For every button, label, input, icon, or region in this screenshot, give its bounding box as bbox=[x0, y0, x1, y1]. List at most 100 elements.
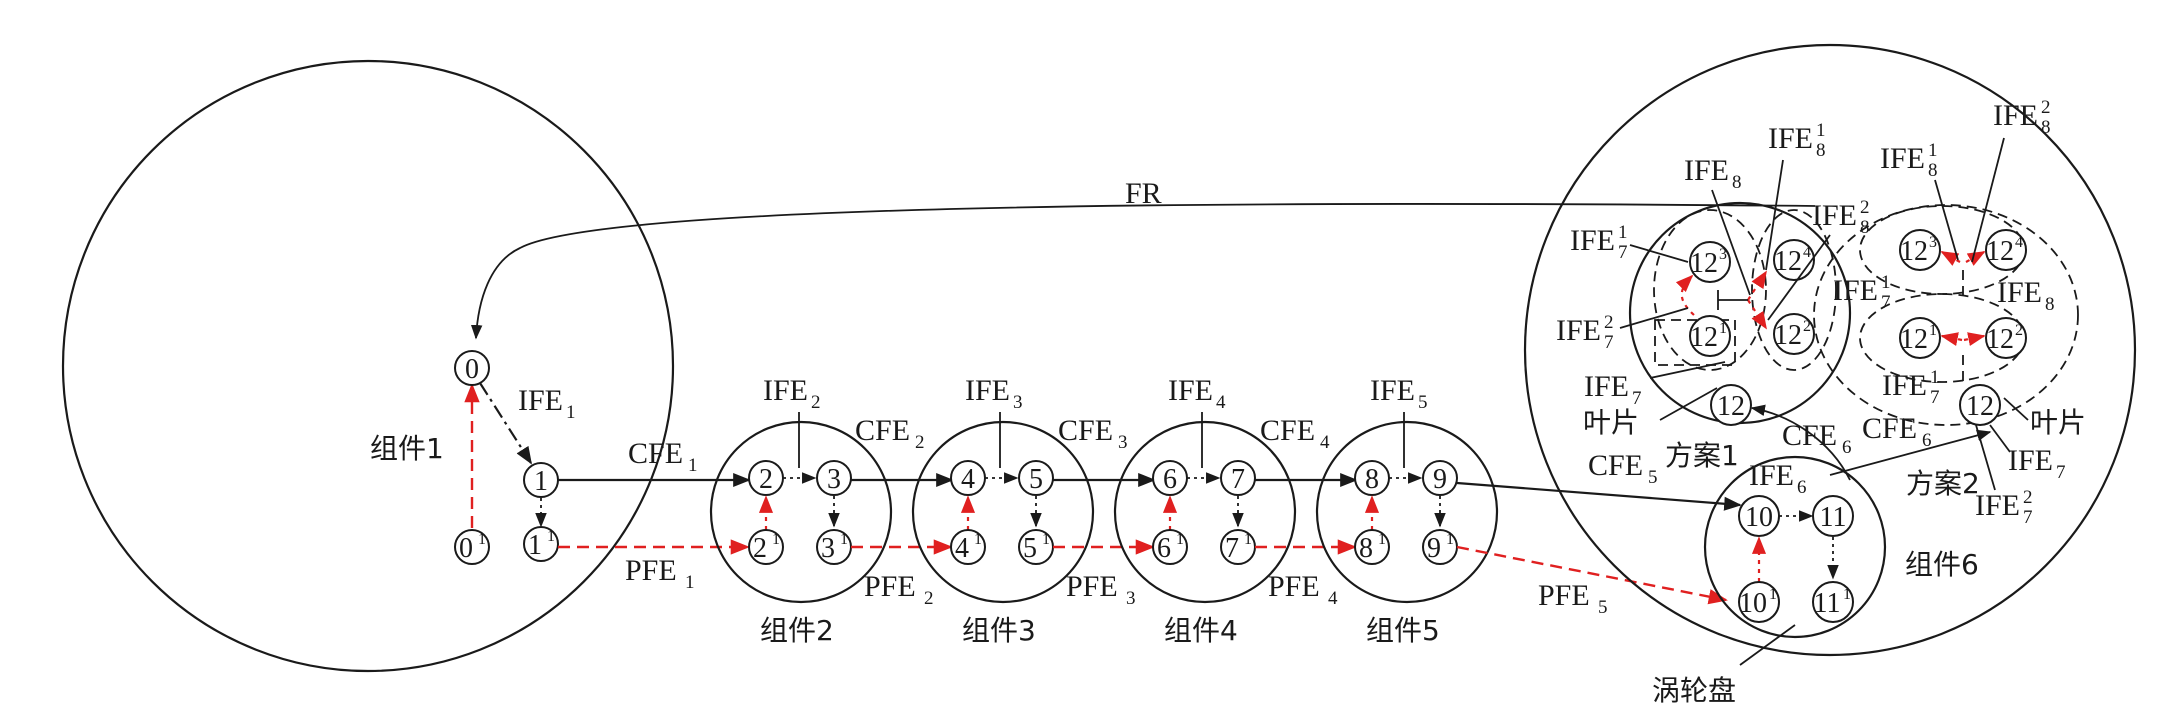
scheme-1-node-d-label: 12 bbox=[1774, 320, 1802, 351]
scheme-1-node-b-label: 12 bbox=[1690, 322, 1718, 353]
component-3-boundary bbox=[911, 420, 1095, 604]
svg-text:5: 5 bbox=[1418, 392, 1428, 413]
ife1-arrow bbox=[479, 382, 532, 465]
scheme-2-red-3 bbox=[1940, 332, 1963, 347]
svg-text:IFE: IFE bbox=[1584, 370, 1629, 403]
svg-text:IFE: IFE bbox=[1684, 154, 1729, 187]
svg-text:2: 2 bbox=[1860, 197, 1870, 218]
svg-text:CFE: CFE bbox=[855, 414, 910, 447]
component-4-boundary bbox=[1113, 420, 1297, 604]
svg-text:2: 2 bbox=[2041, 97, 2051, 118]
svg-text:7: 7 bbox=[1930, 387, 1940, 408]
node-2-sub-sup: 1 bbox=[772, 531, 780, 548]
svg-text:CFE: CFE bbox=[1862, 412, 1917, 445]
svg-text:CFE: CFE bbox=[628, 437, 683, 470]
svg-text:IFE: IFE bbox=[1880, 142, 1925, 175]
node-10-label: 10 bbox=[1745, 502, 1773, 533]
svg-text:PFE: PFE bbox=[1538, 579, 1590, 612]
svg-text:8: 8 bbox=[2041, 117, 2051, 138]
scheme-2-boundary bbox=[1813, 204, 2079, 426]
ife8-1-label-b: IFE 8 1 bbox=[1880, 140, 1938, 181]
scheme-1-node-b bbox=[1689, 315, 1731, 357]
svg-text:8: 8 bbox=[1732, 172, 1742, 193]
component-1-label: 组件1 bbox=[370, 432, 444, 465]
ife8-1-pointer-a bbox=[1765, 159, 1784, 271]
component-6-label: 组件6 bbox=[1905, 548, 1979, 581]
blade-label-left: 叶片 bbox=[1583, 406, 1639, 439]
scheme-1-node-c-label: 12 bbox=[1774, 246, 1802, 277]
cfe6-label-b: CFE 6 bbox=[1862, 412, 1932, 451]
node-1-label: 1 bbox=[534, 466, 548, 497]
node-4-sub bbox=[950, 529, 986, 565]
svg-text:8: 8 bbox=[1816, 140, 1826, 161]
node-7-sub-sup: 1 bbox=[1244, 531, 1252, 548]
scheme-1-red-down bbox=[1747, 299, 1767, 330]
cfe6-arrow-b bbox=[1829, 429, 1992, 476]
scheme-1-group-left bbox=[1653, 209, 1767, 371]
pfe5-arrow bbox=[1456, 545, 1728, 605]
svg-text:IFE: IFE bbox=[1882, 369, 1927, 402]
node-6-sub-sup: 1 bbox=[1176, 531, 1184, 548]
ife2-label: IFE 2 bbox=[763, 374, 821, 413]
svg-text:IFE: IFE bbox=[1997, 276, 2042, 309]
scheme-1-label: 方案1 bbox=[1665, 439, 1739, 472]
scheme-1-node-d bbox=[1773, 313, 1815, 355]
ife3-label: IFE 3 bbox=[965, 374, 1023, 413]
node-10-sub-sup: 1 bbox=[1769, 586, 1777, 603]
svg-text:IFE: IFE bbox=[2008, 444, 2053, 477]
svg-text:1: 1 bbox=[685, 572, 695, 593]
svg-text:IFE: IFE bbox=[1833, 274, 1878, 307]
ife7-1-label-a: IFE 7 1 bbox=[1570, 222, 1628, 263]
ife4-label: IFE 4 bbox=[1168, 374, 1226, 413]
svg-text:1: 1 bbox=[1881, 272, 1891, 293]
node-12-label: 12 bbox=[1717, 391, 1745, 422]
scheme-1-red-up bbox=[1747, 270, 1767, 301]
ife7-1-label-b: IFE 7 1 bbox=[1833, 272, 1891, 313]
svg-text:1: 1 bbox=[1618, 222, 1628, 243]
svg-text:3: 3 bbox=[1013, 392, 1023, 413]
ife7-2-label-b: IFE 7 2 bbox=[1975, 487, 2033, 528]
scheme-1-node-d-sup: 2 bbox=[1803, 318, 1811, 335]
svg-text:IFE: IFE bbox=[1168, 374, 1213, 407]
node-9-label: 9 bbox=[1433, 464, 1447, 495]
svg-text:7: 7 bbox=[2056, 462, 2066, 483]
ife7-2-pointer-a bbox=[1619, 307, 1689, 329]
svg-text:IFE: IFE bbox=[1370, 374, 1415, 407]
node-6-sub bbox=[1152, 529, 1188, 565]
scheme-1-group-box bbox=[1654, 319, 1736, 366]
svg-text:PFE: PFE bbox=[1268, 570, 1320, 603]
node-1-sub bbox=[523, 526, 559, 562]
svg-text:2: 2 bbox=[924, 588, 934, 609]
node-10-sub bbox=[1738, 581, 1780, 623]
node-5-sub-label: 5 bbox=[1023, 533, 1037, 564]
scheme-1-node-a-sup: 3 bbox=[1719, 246, 1727, 263]
ife7-label-b: IFE 7 bbox=[2008, 444, 2066, 483]
svg-text:8: 8 bbox=[2045, 294, 2055, 315]
blade-label-right: 叶片 bbox=[2030, 406, 2086, 439]
node-9 bbox=[1422, 460, 1458, 496]
cfe6-label-a: CFE 6 bbox=[1782, 419, 1852, 458]
svg-text:2: 2 bbox=[2023, 487, 2033, 508]
ife6-label: IFE 6 bbox=[1749, 459, 1807, 498]
scheme-1-node-a bbox=[1689, 241, 1731, 283]
blade-pointer-left bbox=[1659, 387, 1718, 421]
component-4-label: 组件4 bbox=[1164, 614, 1238, 647]
svg-text:1: 1 bbox=[1816, 120, 1826, 141]
fr-arrow bbox=[470, 203, 1816, 340]
node-8-sub-sup: 1 bbox=[1378, 531, 1386, 548]
cfe4-label: CFE 4 bbox=[1260, 414, 1330, 453]
component-5-boundary bbox=[1315, 420, 1499, 604]
svg-text:IFE: IFE bbox=[1556, 314, 1601, 347]
svg-text:CFE: CFE bbox=[1782, 419, 1837, 452]
svg-text:3: 3 bbox=[1126, 588, 1136, 609]
svg-text:1: 1 bbox=[1930, 367, 1940, 388]
ife8-2-label-b: IFE 8 2 bbox=[1993, 97, 2051, 138]
svg-text:5: 5 bbox=[1648, 467, 1658, 488]
svg-text:7: 7 bbox=[1881, 292, 1891, 313]
svg-text:CFE: CFE bbox=[1260, 414, 1315, 447]
svg-text:6: 6 bbox=[1797, 477, 1807, 498]
node-6-label: 6 bbox=[1163, 464, 1177, 495]
node-3 bbox=[816, 460, 852, 496]
node-1-sub-sup: 1 bbox=[547, 528, 555, 545]
